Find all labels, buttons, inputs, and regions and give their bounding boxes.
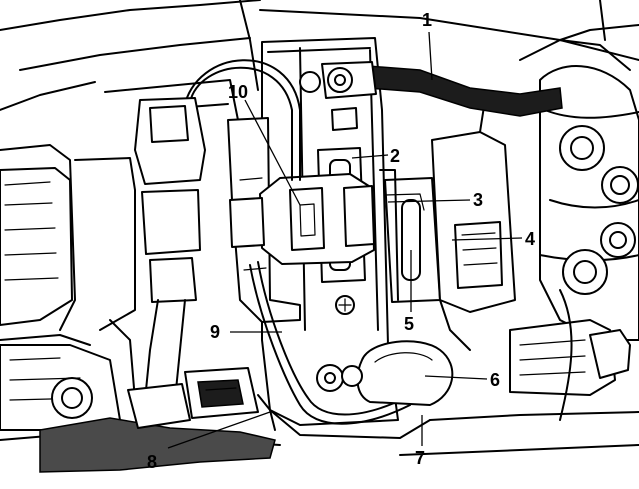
part-3-5-clip [379, 169, 441, 303]
leader-4 [451, 237, 523, 241]
callout-labels: 1 2 3 4 5 6 7 8 9 10 [147, 10, 535, 472]
wire-loops [183, 59, 431, 439]
callout-4: 4 [525, 229, 535, 249]
leader-3 [387, 199, 471, 203]
callout-6: 6 [490, 370, 500, 390]
leader-1 [428, 31, 433, 81]
leader-6 [424, 375, 488, 380]
part-10-relay [229, 173, 375, 265]
callout-3: 3 [473, 190, 483, 210]
callout-8: 8 [147, 452, 157, 472]
frame-structure [0, 0, 639, 456]
callout-7: 7 [415, 448, 425, 468]
engine-right-side [509, 39, 639, 421]
left-plug-connectors [127, 97, 206, 429]
part-6-terminal-boot [316, 340, 454, 406]
callout-2: 2 [390, 146, 400, 166]
part-1-battery-cable [299, 61, 563, 117]
leader-2 [351, 154, 389, 159]
callout-10: 10 [228, 82, 248, 102]
part-4-connector-block [431, 94, 521, 351]
callout-5: 5 [404, 314, 414, 334]
dark-harness-cable [39, 417, 276, 473]
leader-8 [167, 411, 271, 449]
leader-lines [167, 31, 523, 449]
part-8-connector [184, 367, 276, 431]
callout-9: 9 [210, 322, 220, 342]
callout-1: 1 [422, 10, 432, 30]
leader-10 [244, 99, 301, 206]
